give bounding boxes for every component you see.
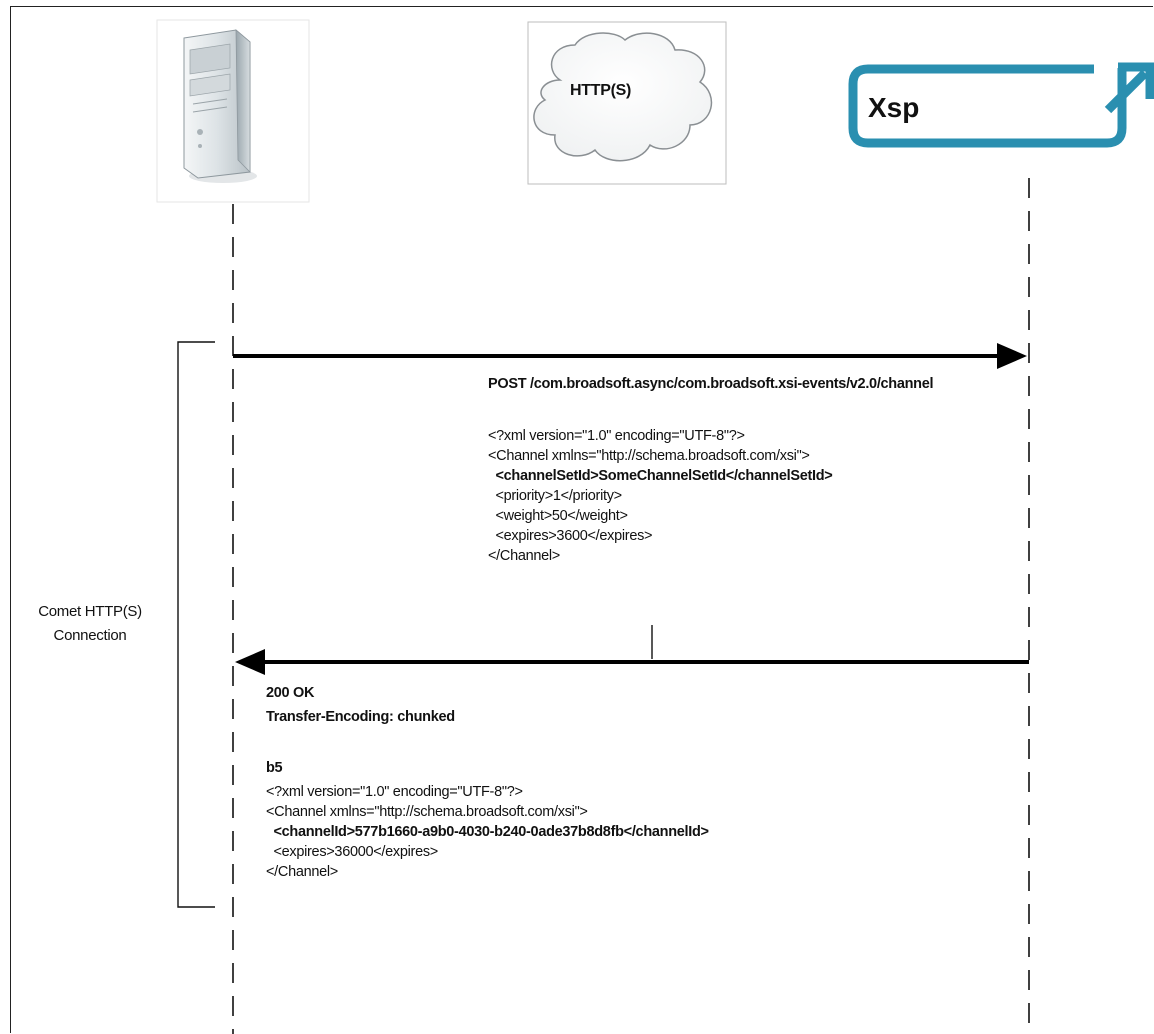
request-line: POST /com.broadsoft.async/com.broadsoft.…	[488, 376, 934, 392]
cloud-participant	[527, 21, 727, 185]
diagram-frame	[10, 6, 1153, 1033]
bracket-label: Comet HTTP(S) Connection	[20, 600, 160, 648]
request-body-line: <weight>50</weight>	[488, 508, 628, 524]
request-body-line: <Channel xmlns="http://schema.broadsoft.…	[488, 448, 810, 464]
request-body-line: <channelSetId>SomeChannelSetId</channelS…	[488, 468, 833, 484]
response-status: 200 OK	[266, 685, 315, 701]
request-body-line: </Channel>	[488, 548, 560, 564]
response-header: Transfer-Encoding: chunked	[266, 709, 455, 725]
response-chunk-size: b5	[266, 760, 283, 776]
xsp-label: Xsp	[868, 92, 920, 123]
response-body: <?xml version="1.0" encoding="UTF-8"?> <C…	[266, 782, 709, 882]
response-body-line: <?xml version="1.0" encoding="UTF-8"?>	[266, 784, 523, 800]
response-body-line: <channelId>577b1660-a9b0-4030-b240-0ade3…	[266, 824, 709, 840]
server-tower-icon	[183, 29, 257, 183]
request-body: <?xml version="1.0" encoding="UTF-8"?> <C…	[488, 426, 833, 566]
xsp-logo-icon	[848, 62, 1154, 148]
server-participant	[156, 19, 310, 203]
cloud-label: HTTP(S)	[570, 82, 632, 99]
request-body-line: <priority>1</priority>	[488, 488, 622, 504]
bracket-label-line1: Comet HTTP(S)	[38, 603, 142, 620]
response-body-line: </Channel>	[266, 864, 338, 880]
request-body-line: <expires>3600</expires>	[488, 528, 653, 544]
cloud-icon	[533, 32, 713, 162]
response-body-line: <expires>36000</expires>	[266, 844, 438, 860]
bracket-label-line2: Connection	[53, 627, 127, 644]
response-arrow	[235, 649, 1029, 675]
connection-bracket	[177, 341, 215, 908]
request-body-line: <?xml version="1.0" encoding="UTF-8"?>	[488, 428, 745, 444]
request-arrow	[233, 343, 1027, 369]
response-body-line: <Channel xmlns="http://schema.broadsoft.…	[266, 804, 588, 820]
